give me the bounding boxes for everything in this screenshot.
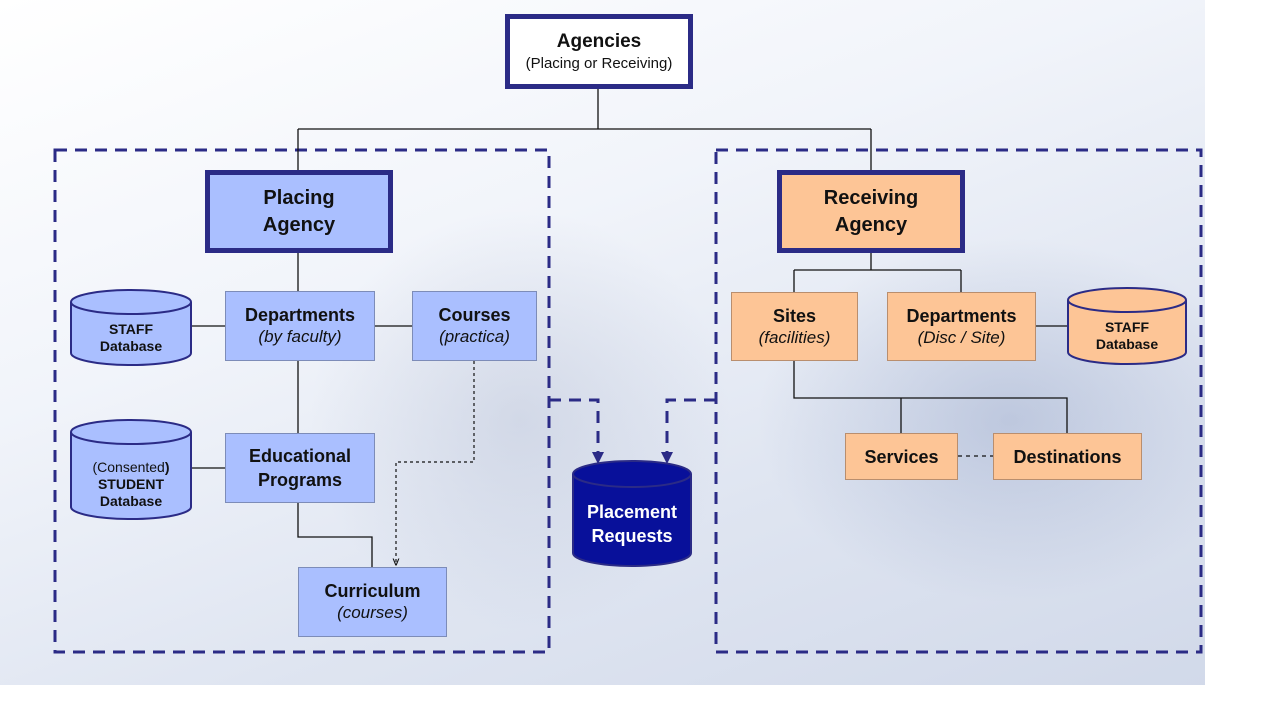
placing-staff-database-label: STAFF Database: [99, 321, 163, 354]
curriculum-title: Curriculum: [324, 581, 421, 601]
courses-title: Courses: [438, 305, 511, 325]
receiving-departments-title: Departments: [906, 305, 1017, 326]
agencies-node: Agencies (Placing or Receiving): [505, 14, 693, 89]
placing-departments-title: Departments: [244, 305, 356, 325]
placing-agency-label: Placing Agency: [262, 186, 336, 236]
agencies-title: Agencies: [556, 30, 642, 52]
receiving-staff-database-label: STAFF Database: [1095, 319, 1159, 352]
destinations-node: Destinations: [993, 433, 1142, 480]
agencies-subtitle: (Placing or Receiving): [525, 54, 673, 72]
sites-subtitle: (facilities): [758, 327, 831, 347]
placing-staff-database-icon: [70, 289, 192, 366]
placing-departments-node: Departments (by faculty): [225, 291, 375, 361]
receiving-agency-node: Receiving Agency: [777, 170, 965, 253]
services-title: Services: [864, 446, 939, 467]
services-node: Services: [845, 433, 958, 480]
receiving-departments-node: Departments (Disc / Site): [887, 292, 1036, 361]
destinations-title: Destinations: [1013, 446, 1122, 467]
student-database-label: (Consented) STUDENT Database: [92, 459, 170, 509]
curriculum-node: Curriculum (courses): [298, 567, 447, 637]
sites-node: Sites (facilities): [731, 292, 858, 361]
placing-departments-subtitle: (by faculty): [258, 327, 342, 346]
placement-requests-database-icon: [572, 460, 692, 567]
placing-student-database-icon: [70, 419, 192, 520]
placing-agency-node: Placing Agency: [205, 170, 393, 253]
courses-subtitle: (practica): [439, 327, 510, 346]
educational-programs-title: Educational Programs: [248, 446, 351, 490]
receiving-staff-database-icon: [1067, 287, 1187, 365]
courses-node: Courses (practica): [412, 291, 537, 361]
sites-title: Sites: [772, 305, 817, 326]
curriculum-subtitle: (courses): [337, 603, 408, 622]
placement-requests-label: Placement Requests: [586, 502, 678, 546]
educational-programs-node: Educational Programs: [225, 433, 375, 503]
receiving-agency-label: Receiving Agency: [823, 186, 919, 236]
receiving-departments-subtitle: (Disc / Site): [917, 327, 1006, 347]
